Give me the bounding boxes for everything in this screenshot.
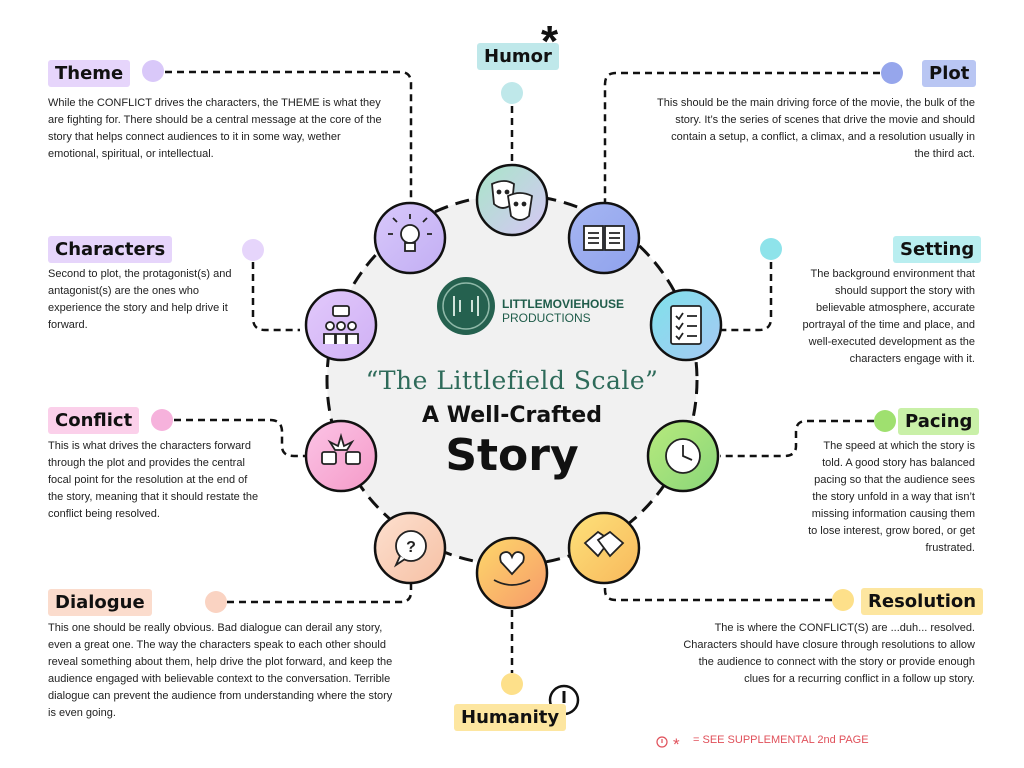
dialogue-node: ?: [373, 511, 447, 585]
theme-node: [373, 201, 447, 275]
conflict-description: This is what drives the characters forwa…: [48, 440, 259, 520]
characters-label: Characters: [48, 236, 173, 263]
resolution-node: [567, 511, 641, 585]
humanity-label: Humanity: [454, 704, 567, 731]
svg-text:?: ?: [406, 539, 416, 556]
conflict-label: Conflict: [48, 407, 140, 434]
humor-label: Humor: [477, 43, 559, 70]
plot-node: [567, 201, 641, 275]
scale-title: “The Littlefield Scale”: [365, 366, 659, 395]
humor-dot: [501, 82, 523, 104]
footnote-text: = SEE SUPPLEMENTAL 2nd PAGE: [693, 734, 869, 746]
characters-dot: [242, 239, 264, 261]
plot-dot: [881, 62, 903, 84]
plot-description: This should be the main driving force of…: [657, 97, 975, 160]
setting-label: Setting: [893, 236, 982, 263]
setting-description: The background environment that should s…: [802, 268, 975, 365]
setting-dot: [760, 238, 782, 260]
characters-description: Second to plot, the protagonist(s) and a…: [48, 268, 232, 331]
pacing-node: [646, 419, 720, 493]
handshake-icon: [583, 530, 625, 558]
setting-node: [649, 288, 723, 362]
brand-subname: PRODUCTIONS: [502, 311, 591, 325]
humanity-dot: [501, 673, 523, 695]
page-title: Story: [445, 430, 579, 481]
clock-icon: [665, 438, 701, 474]
footnote-exclamation-icon: [656, 736, 668, 748]
pacing-label: Pacing: [898, 408, 980, 435]
speech-bubble-icon: [393, 530, 427, 568]
humanity-node: [475, 536, 549, 610]
theme-label: Theme: [48, 60, 131, 87]
conflict-node: [304, 419, 378, 493]
resolution-label: Resolution: [861, 588, 984, 615]
lightbulb-icon: [388, 214, 432, 252]
pacing-dot: [874, 410, 896, 432]
group-icon: [323, 305, 359, 344]
theme-dot: [142, 60, 164, 82]
footnote-asterisk-icon: *: [673, 735, 680, 754]
book-icon: [583, 225, 625, 251]
resolution-description: The is where the CONFLICT(S) are ...duh.…: [683, 622, 975, 685]
dialogue-dot: [205, 591, 227, 613]
checklist-icon: [670, 305, 702, 345]
brand-name: LITTLEMOVIEHOUSE: [502, 297, 625, 311]
conflict-dot: [151, 409, 173, 431]
characters-node: [304, 288, 378, 362]
plot-label: Plot: [922, 60, 977, 87]
clash-icon: [321, 432, 361, 465]
theater-masks-icon: [491, 180, 533, 221]
heart-hand-icon: [493, 551, 531, 586]
dialogue-description: This one should be really obvious. Bad d…: [48, 622, 393, 719]
subtitle: A Well-Crafted: [422, 403, 602, 428]
resolution-dot: [832, 589, 854, 611]
connector-lines: [165, 70, 880, 673]
humor-node: [475, 163, 549, 237]
theme-description: While the CONFLICT drives the characters…: [48, 97, 382, 160]
pacing-description: The speed at which the story is told. A …: [808, 440, 975, 554]
dialogue-label: Dialogue: [48, 589, 152, 616]
brand-logo-icon: [437, 277, 495, 335]
